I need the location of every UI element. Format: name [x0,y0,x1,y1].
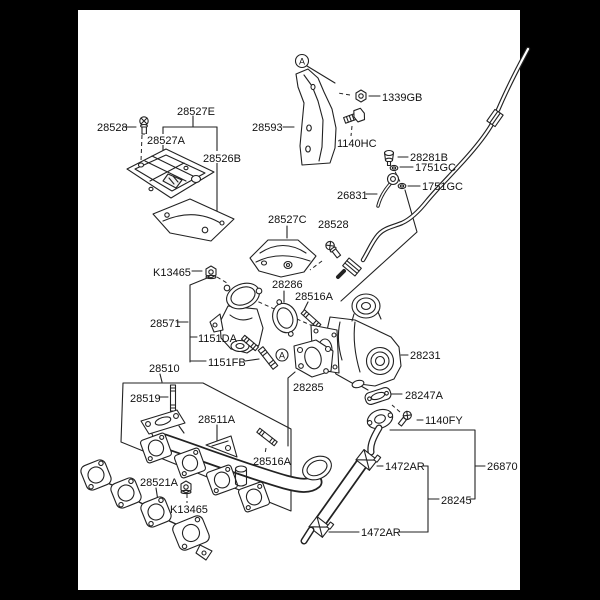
part-label-28571: 28571 [150,318,181,330]
part-label-28510: 28510 [149,363,180,375]
diagram-panel [78,10,520,590]
part-label-1151fb: 1151FB [208,357,246,369]
heat-protector-28527c [249,239,317,278]
part-label-28527e: 28527E [177,106,215,118]
callout-a-top-letter: A [299,57,305,67]
gasket-28286 [272,299,298,337]
bolt-28528-top [139,116,149,135]
part-label-28281b: 28281B [410,152,448,164]
nut-k13465-lower [180,480,192,495]
part-label-28247a: 28247A [405,390,444,402]
part-label-28593: 28593 [252,122,283,134]
callout-a-bottom-letter: A [279,351,285,361]
hose-clamp-1472ar-upper [355,449,382,471]
part-label-28511a: 28511A [198,414,236,426]
part-label-26870: 26870 [487,461,518,473]
label-backer [145,134,183,145]
part-label-1472ar-lower: 1472AR [361,527,401,539]
group-bracket-28571 [176,275,213,363]
bolt-1140hc [343,107,366,124]
part-label-k13465-upper: K13465 [153,267,191,279]
part-label-28521a: 28521A [140,477,179,489]
part-label-1140fy: 1140FY [425,415,463,427]
gasket-28285 [293,339,334,378]
washer-1751gc-lower [397,182,407,190]
group-box-28510 [120,382,292,512]
bolt-28528-mid [325,240,342,259]
part-label-28516a-lower: 28516A [253,456,292,468]
connector-28281b [383,149,395,167]
part-label-28528-top: 28528 [97,122,128,134]
part-label-1751gc-lower: 1751GC [422,181,463,193]
stud-1151fb [257,346,279,370]
gasket-28247a [364,387,392,405]
part-label-26831: 26831 [337,190,368,202]
part-label-28528-mid: 28528 [318,219,349,231]
stud-1151da [240,334,260,352]
bracket-28593 [295,68,337,166]
part-label-28519: 28519 [130,393,161,405]
part-label-1140hc: 1140HC [337,138,377,150]
part-label-28526b: 28526B [203,153,241,165]
outlet-fitting-28571 [209,282,264,354]
washer-1751gc-upper [389,164,399,172]
part-label-1151da: 1151DA [198,333,238,345]
part-label-28527a: 28527A [147,135,186,147]
part-label-28527c: 28527C [268,214,307,226]
nut-1339gb [355,89,367,103]
part-label-1339gb: 1339GB [382,92,422,104]
exhaust-manifold-28511a [139,409,332,513]
hose-clamp-1472ar-lower [308,516,335,538]
part-label-1472ar-upper: 1472AR [385,461,425,473]
label-backer [201,151,241,163]
stud-28519 [169,384,177,412]
part-label-28245: 28245 [441,495,472,507]
part-label-k13465-lower: K13465 [170,504,208,516]
part-label-1751gc-upper: 1751GC [415,162,456,174]
oil-feed-pipe-26831 [336,46,531,279]
nut-k13465-upper [205,265,217,280]
part-label-28231: 28231 [410,350,441,362]
stud-28516a-upper [300,309,322,329]
part-label-28516a-upper: 28516A [295,291,334,303]
stud-28516a-lower [256,427,278,447]
heat-protector-upper-28527a [126,148,215,199]
manifold-gasket-28521a [80,459,213,561]
part-label-28286: 28286 [272,279,303,291]
part-label-28285: 28285 [293,382,324,394]
part-labels: 1339GB 28593 1140HC 28528 28527E 28527A … [97,92,518,539]
heat-protector-lower-28526b [152,198,235,242]
group-box-26870 [389,429,486,533]
oil-return-pipe-26870 [300,408,394,545]
callout-a-top: A [294,53,310,69]
bolt-1140fy [397,410,413,427]
callout-a-bottom: A [275,348,289,362]
